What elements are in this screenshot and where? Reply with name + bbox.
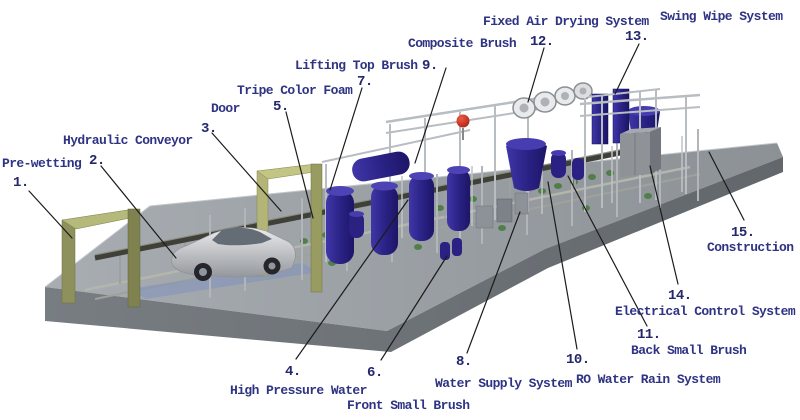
- side-brush: [326, 190, 354, 264]
- leader-15: [708, 151, 745, 221]
- label-high-pressure-water: High Pressure Water: [230, 383, 367, 398]
- leader-8: [466, 211, 521, 354]
- label-number-4: 4.: [285, 364, 301, 380]
- air-drying-fans: [512, 82, 593, 119]
- small-brush: [440, 242, 450, 260]
- label-number-3: 3.: [201, 121, 217, 137]
- label-number-6: 6.: [367, 365, 383, 381]
- leader-10: [547, 181, 578, 350]
- label-number-15: 15.: [731, 225, 755, 241]
- label-number-9: 9.: [422, 58, 438, 74]
- swing-wipe-panel: [591, 93, 609, 145]
- label-tripe-color-foam: Tripe Color Foam: [237, 83, 353, 98]
- label-number-5: 5.: [273, 99, 289, 115]
- electrical-control-cabinet: [620, 127, 661, 177]
- label-swing-wipe-system: Swing Wipe System: [660, 9, 783, 24]
- label-number-13: 13.: [625, 29, 649, 45]
- leader-5: [285, 111, 314, 219]
- label-door: Door: [211, 101, 240, 116]
- leader-9: [414, 67, 447, 164]
- car-windows: [212, 227, 272, 246]
- label-construction: Construction: [707, 240, 794, 255]
- cone-brush: [506, 140, 547, 191]
- label-water-supply-system: Water Supply System: [435, 376, 572, 391]
- label-ro-water-rain-system: RO Water Rain System: [576, 372, 721, 387]
- leader-6: [380, 255, 448, 361]
- composite-brush: [409, 175, 434, 241]
- label-number-2: 2.: [89, 153, 105, 169]
- label-number-8: 8.: [456, 354, 472, 370]
- leader-13: [614, 43, 640, 95]
- label-fixed-air-drying-system: Fixed Air Drying System: [483, 14, 649, 29]
- leader-1: [28, 190, 73, 239]
- label-front-small-brush: Front Small Brush: [347, 398, 470, 413]
- label-number-14: 14.: [668, 288, 692, 304]
- label-electrical-control-system: Electrical Control System: [615, 304, 796, 319]
- leader-11: [567, 175, 648, 327]
- label-number-10: 10.: [566, 352, 590, 368]
- leader-2: [100, 165, 177, 259]
- composite-brush: [447, 169, 470, 231]
- label-number-12: 12.: [530, 34, 554, 50]
- label-back-small-brush: Back Small Brush: [631, 343, 747, 358]
- label-lifting-top-brush: Lifting Top Brush: [295, 58, 418, 73]
- door-arch: [256, 163, 323, 293]
- small-brush: [452, 238, 462, 256]
- side-brush: [371, 185, 398, 255]
- leader-14: [649, 165, 679, 285]
- leader-4: [295, 199, 409, 360]
- back-small-brush: [551, 152, 566, 178]
- leader-lines: [28, 43, 745, 361]
- back-small-brush: [572, 158, 584, 180]
- label-number-7: 7.: [357, 74, 373, 90]
- leader-12: [527, 47, 545, 103]
- front-small-brush: [349, 213, 364, 238]
- label-number-11: 11.: [637, 327, 661, 343]
- water-supply-pumps: [475, 192, 529, 229]
- leader-7: [329, 87, 363, 191]
- label-composite-brush: Composite Brush: [408, 36, 517, 51]
- lifting-top-brush: [352, 151, 410, 182]
- label-hydraulic-conveyor: Hydraulic Conveyor: [63, 133, 193, 148]
- label-pre-wetting: Pre-wetting: [2, 156, 82, 171]
- label-number-1: 1.: [13, 175, 29, 191]
- red-beacon: [456, 114, 470, 140]
- leader-3: [211, 132, 282, 212]
- pre-wetting-arch: [61, 208, 141, 308]
- car: [171, 227, 296, 281]
